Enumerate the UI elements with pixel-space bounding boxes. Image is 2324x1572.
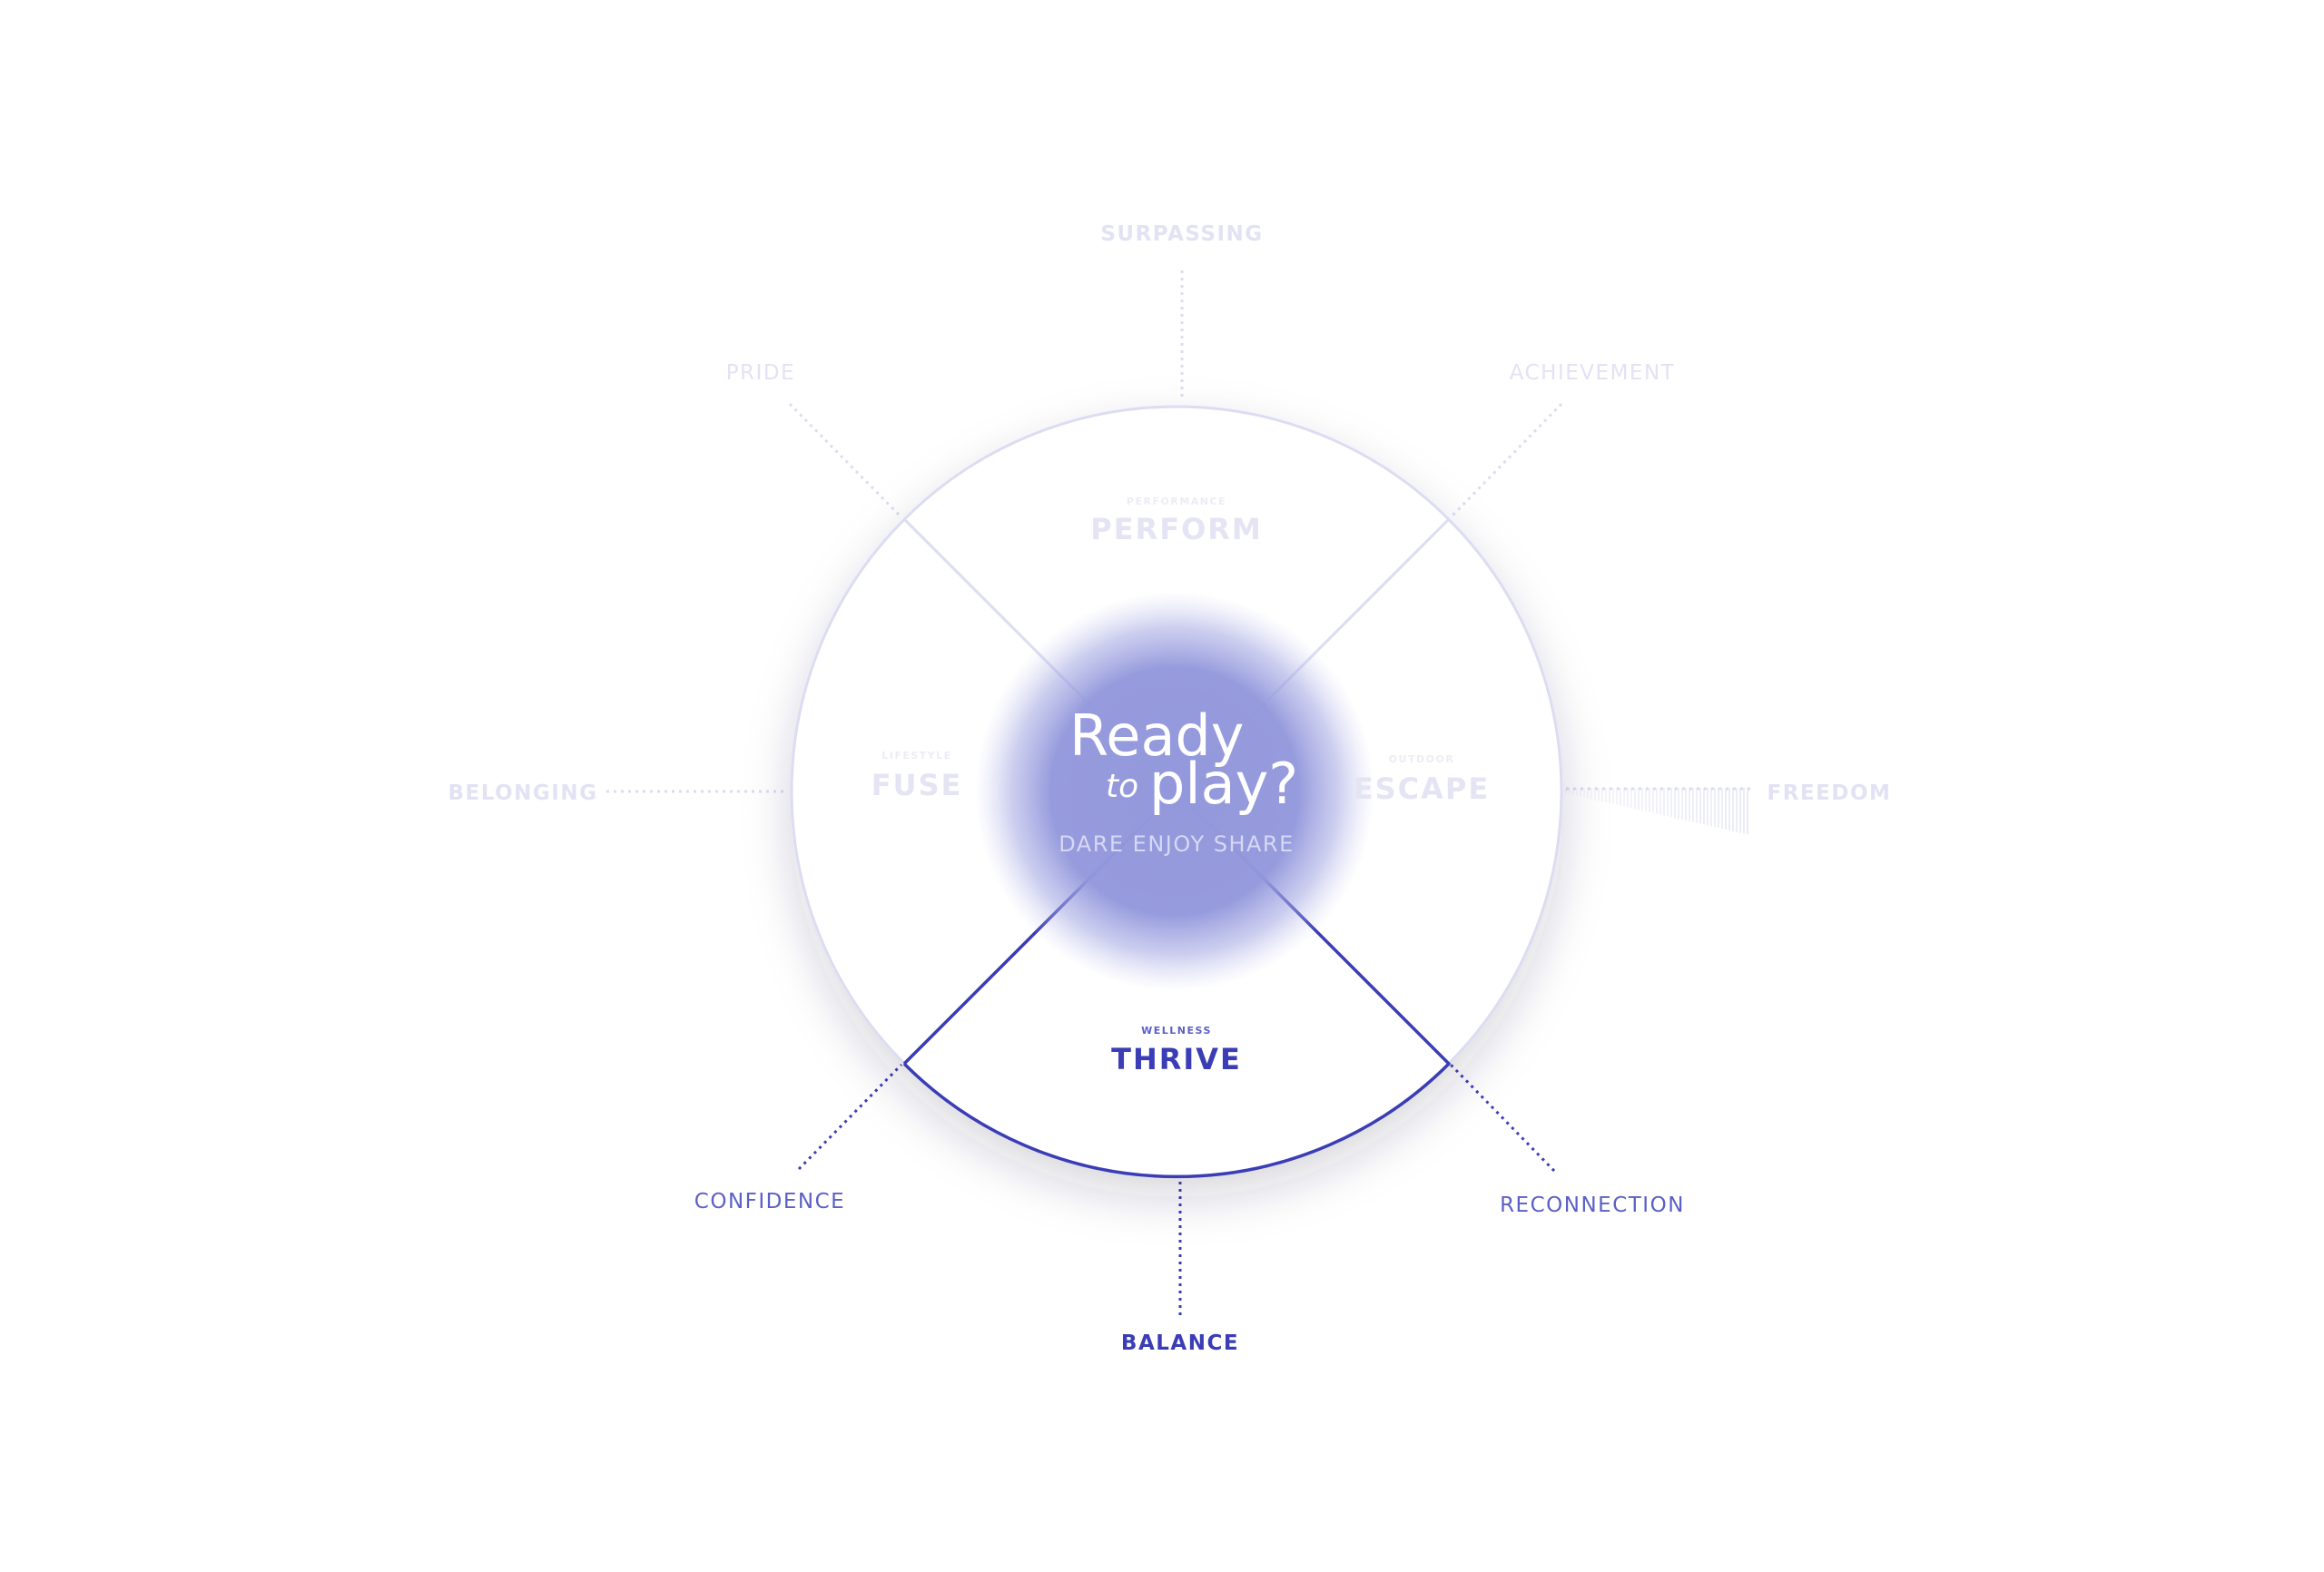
center-title-play: play? [1149, 751, 1298, 817]
spoke-freedom [1565, 787, 1750, 835]
segment-fuse-title[interactable]: FUSE [872, 768, 963, 802]
segment-fuse-subtitle: LIFESTYLE [881, 750, 952, 761]
label-achievement: ACHIEVEMENT [1510, 361, 1675, 385]
segment-thrive-title[interactable]: THRIVE [1111, 1042, 1242, 1076]
label-reconnection: RECONNECTION [1500, 1194, 1685, 1217]
label-balance: BALANCE [1121, 1331, 1239, 1355]
center-tagline: DARE ENJOY SHARE [1059, 831, 1295, 857]
segment-thrive-outline[interactable] [902, 790, 1451, 1179]
segment-escape-title[interactable]: ESCAPE [1354, 771, 1490, 806]
spoke-confidence [797, 1063, 903, 1171]
label-confidence: CONFIDENCE [694, 1190, 845, 1213]
segment-perform-subtitle: PERFORMANCE [1127, 496, 1226, 507]
label-belonging: BELONGING [448, 781, 598, 805]
segment-escape-subtitle: OUTDOOR [1389, 753, 1455, 765]
spoke-pride [788, 402, 903, 519]
label-freedom: FREEDOM [1768, 781, 1892, 805]
segment-perform-title[interactable]: PERFORM [1090, 512, 1263, 546]
spoke-achievement [1449, 402, 1563, 519]
label-pride: PRIDE [726, 361, 795, 385]
center-title-ready: Ready [1069, 702, 1244, 769]
segment-thrive-subtitle: WELLNESS [1141, 1025, 1212, 1037]
center-title-to: to [1106, 768, 1138, 805]
spoke-reconnection [1449, 1063, 1556, 1173]
label-surpassing: SURPASSING [1100, 222, 1263, 246]
center-blob [975, 592, 1374, 991]
